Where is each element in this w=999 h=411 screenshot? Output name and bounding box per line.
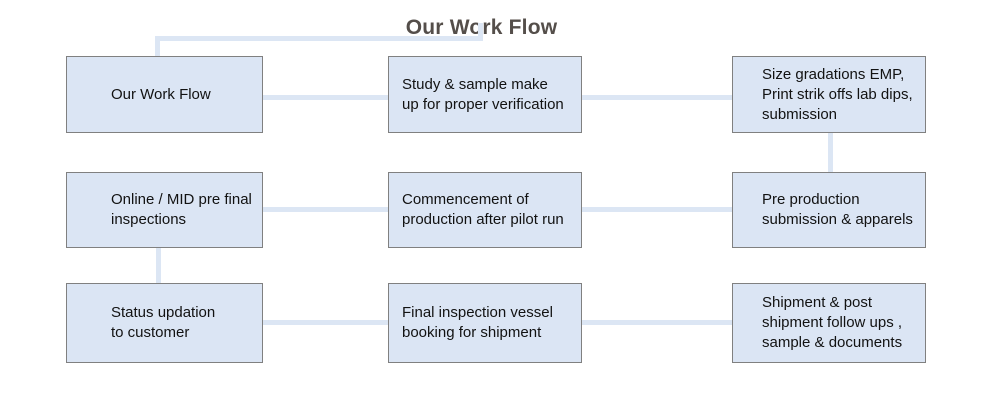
flow-box-label: Final inspection vessel booking for ship… [402,304,553,341]
flow-box-shipment-followups: Shipment & post shipment follow ups , sa… [732,283,926,363]
connector-row2-box2-box3 [581,207,733,212]
flow-box-pre-production: Pre production submission & apparels [732,172,926,248]
connector-title-drop [478,23,483,38]
flow-box-online-mid-inspections: Online / MID pre final inspections [66,172,263,248]
connector-col1-row2-row3 [156,248,161,284]
flow-box-final-inspection: Final inspection vessel booking for ship… [388,283,582,363]
flow-box-label: Size gradations EMP, Print strik offs la… [762,65,913,123]
flow-box-label: Online / MID pre final inspections [111,191,252,228]
flow-box-label: Our Work Flow [111,85,211,103]
connector-col3-row1-row2 [828,133,833,173]
connector-row1-box1-box2 [263,95,389,100]
connector-row3-box2-box3 [581,320,733,325]
flow-box-commencement-production: Commencement of production after pilot r… [388,172,582,248]
flow-box-status-updation: Status updation to customer [66,283,263,363]
flow-box-label: Shipment & post shipment follow ups , sa… [762,294,903,351]
connector-title-across [155,36,483,41]
flow-box-label: Commencement of production after pilot r… [402,191,564,228]
flow-box-size-gradations: Size gradations EMP, Print strik offs la… [732,56,926,133]
connector-title-to-box1 [155,39,160,57]
flow-box-study-sample: Study & sample make up for proper verifi… [388,56,582,133]
flow-box-label: Study & sample make up for proper verifi… [402,75,564,113]
flow-box-label: Status updation to customer [111,304,216,341]
connector-row3-box1-box2 [263,320,389,325]
flow-box-our-work-flow: Our Work Flow [66,56,263,133]
connector-row1-box2-box3 [581,95,733,100]
connector-row2-box1-box2 [263,207,389,212]
flow-box-label: Pre production submission & apparels [762,191,913,228]
